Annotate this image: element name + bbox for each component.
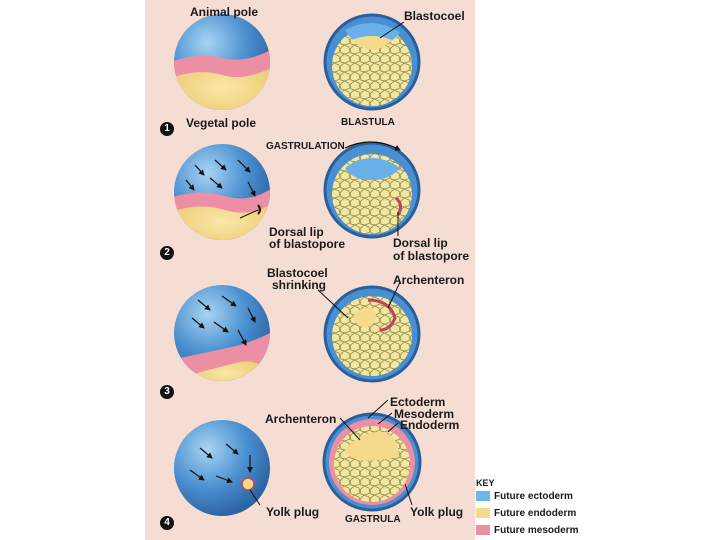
early-gastrula-exterior: [170, 144, 275, 250]
blastula-label: Blastula: [341, 116, 395, 129]
blastocoel-shrinking-line2: shrinking: [272, 279, 326, 292]
blastula-section: [325, 15, 419, 109]
yolk-plug-right-label: Yolk plug: [410, 506, 463, 519]
gastrula-label: Gastrula: [345, 513, 401, 526]
key-endoderm-swatch: [476, 508, 490, 518]
late-gastrula-exterior: [174, 420, 270, 516]
step-4-badge: 4: [160, 516, 174, 530]
key-endoderm-label: Future endoderm: [494, 508, 576, 519]
dorsal-lip-right-line2: of blastopore: [393, 250, 469, 263]
key-title: Key: [476, 478, 495, 488]
key-ectoderm-swatch: [476, 491, 490, 501]
yolk-plug-left-label: Yolk plug: [266, 506, 319, 519]
key-mesoderm-label: Future mesoderm: [494, 525, 578, 536]
key-ectoderm-label: Future ectoderm: [494, 491, 573, 502]
mid-gastrula-section: [325, 287, 419, 381]
mid-gastrula-exterior: [170, 285, 275, 390]
vegetal-pole-label: Vegetal pole: [186, 117, 256, 130]
endoderm-label: Endoderm: [400, 419, 459, 432]
dorsal-lip-left-line2: of blastopore: [269, 238, 345, 251]
step-3-badge: 3: [160, 385, 174, 399]
animal-pole-label: Animal pole: [190, 6, 258, 19]
archenteron-bottom-label: Archenteron: [265, 413, 336, 426]
step-1-badge: 1: [160, 122, 174, 136]
blastocoel-label: Blastocoel: [404, 10, 465, 23]
key-mesoderm-swatch: [476, 525, 490, 535]
blastula-exterior: [170, 14, 275, 120]
early-gastrula-section: [325, 143, 419, 237]
archenteron-top-label: Archenteron: [393, 274, 464, 287]
step-2-badge: 2: [160, 246, 174, 260]
gastrulation-label: Gastrulation: [266, 140, 345, 153]
